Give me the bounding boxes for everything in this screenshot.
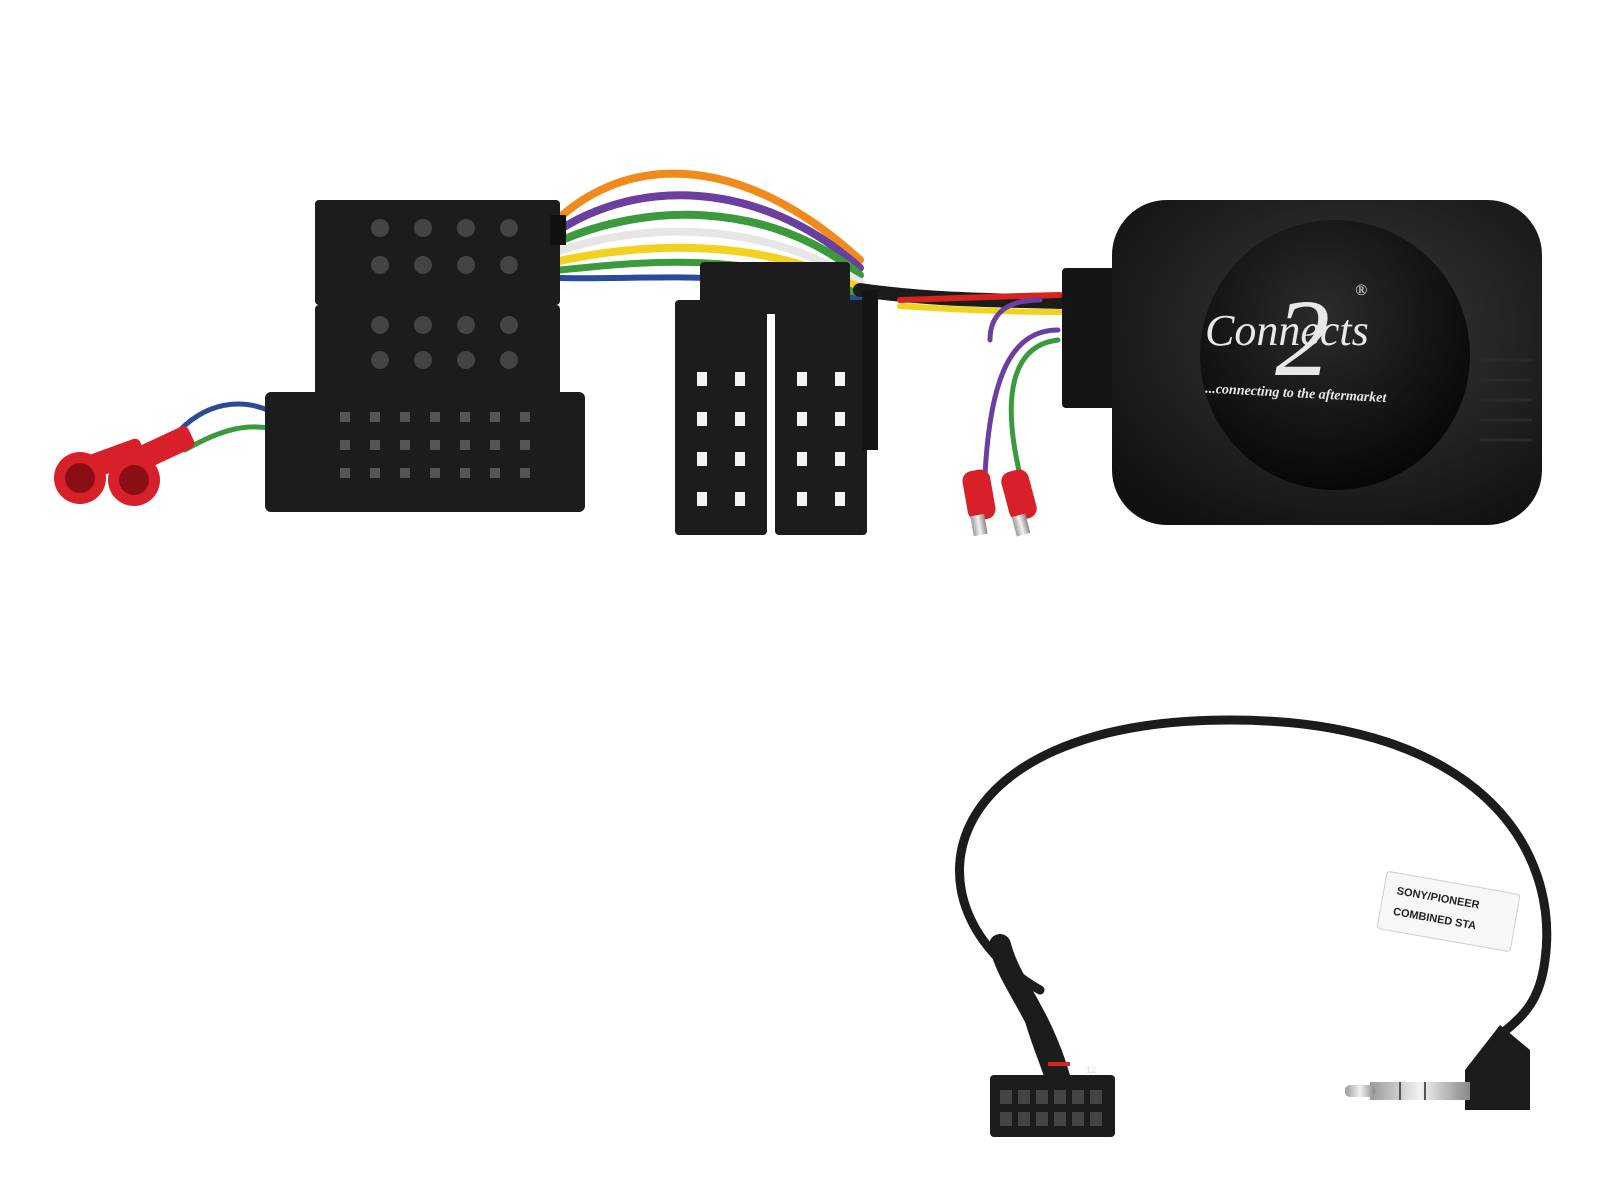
plug-pin-label: 12 bbox=[1086, 1065, 1096, 1075]
multi-pin-plug: 12 bbox=[989, 934, 1115, 1137]
brand-numeral: 2 bbox=[1275, 277, 1330, 399]
audio-jack-plug bbox=[1345, 1025, 1530, 1110]
brand-registered-mark: ® bbox=[1355, 282, 1367, 299]
brand-wordmark: Connects bbox=[1205, 306, 1369, 355]
red-spade-connector-left bbox=[54, 426, 195, 506]
cable-tag: SONY/PIONEER COMBINED STA bbox=[1377, 871, 1521, 952]
wire-bundle bbox=[541, 169, 1067, 478]
quadlock-connector bbox=[265, 200, 585, 512]
red-bullet-connectors bbox=[962, 469, 1037, 537]
interface-module bbox=[1062, 200, 1542, 525]
iso-connector bbox=[675, 262, 878, 535]
